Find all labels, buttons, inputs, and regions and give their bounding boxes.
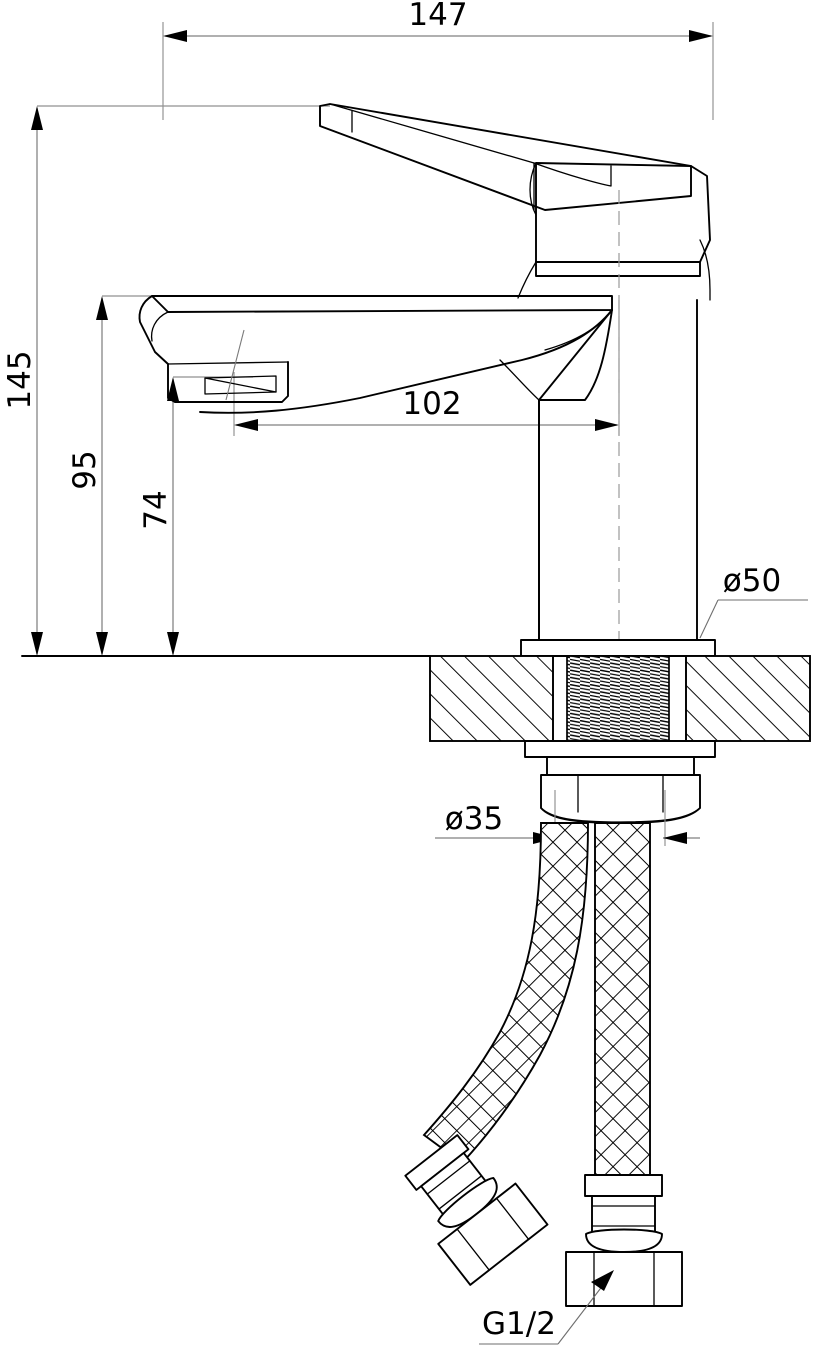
- dimension-overall-width: 147: [162, 0, 714, 120]
- aerator-outlet: [167, 361, 289, 403]
- shank-thread-body: [566, 655, 670, 742]
- arrow-left-102: [234, 419, 258, 431]
- spout-underside: [199, 309, 613, 414]
- arrow-top-74: [167, 377, 179, 401]
- dim-label-aerator-height: 74: [138, 490, 174, 529]
- dimension-spout-height: 95: [67, 296, 108, 656]
- hose-fitting-left: [404, 1134, 549, 1286]
- hose-right-hex-nut: [565, 1251, 683, 1307]
- deck-right-section: [685, 655, 811, 742]
- dimension-spout-reach: 102: [233, 300, 620, 436]
- dim-label-base-diameter: ø50: [723, 563, 781, 599]
- cartridge-housing: [517, 162, 711, 301]
- dim-label-thread-size: G1/2: [482, 1306, 556, 1342]
- threaded-shank: [552, 655, 687, 742]
- hose-left-hex-nut: [437, 1182, 549, 1286]
- dimension-base-diameter: ø50: [699, 563, 808, 639]
- mounting-hex-nut: [540, 774, 701, 824]
- hose-right-ferrule-collar: [584, 1174, 663, 1197]
- dimension-overall-height: 145: [2, 106, 43, 656]
- arrow-right-147: [689, 30, 713, 42]
- escutcheon-base: [520, 639, 716, 657]
- arrow-left-147: [163, 30, 187, 42]
- leader-diagonal-d50: [699, 599, 719, 639]
- dim-label-spout-height: 95: [67, 450, 103, 489]
- dimension-aerator-height: 74: [138, 377, 179, 656]
- arrow-right-102: [595, 419, 619, 431]
- dimension-shank-diameter: ø35: [435, 790, 700, 846]
- dim-label-spout-reach: 102: [402, 386, 461, 422]
- dim-label-overall-height: 145: [2, 350, 38, 409]
- dim-label-shank-diameter: ø35: [445, 801, 503, 837]
- arrow-bottom-74: [167, 632, 179, 656]
- dim-label-overall-width: 147: [408, 0, 467, 33]
- braided-hose-right: [594, 822, 651, 1176]
- hose-right-sleeve: [591, 1195, 656, 1235]
- arrow-g12: [591, 1270, 614, 1291]
- arrow-top-95: [96, 296, 108, 320]
- arrow-bottom-95: [96, 632, 108, 656]
- dimension-thread-size: G1/2: [479, 1270, 614, 1345]
- hose-right-bead: [585, 1228, 663, 1253]
- hose-fitting-right: [565, 1174, 683, 1307]
- arrow-bottom-145: [31, 632, 43, 656]
- mounting-washer: [524, 740, 716, 776]
- hose-left-bead: [437, 1177, 498, 1228]
- body-column: [538, 190, 698, 660]
- hose-left-ferrule-collar: [404, 1134, 470, 1191]
- hose-right-braid: [594, 822, 651, 1176]
- deck-left-section: [429, 655, 554, 742]
- mounting-deck: [429, 655, 811, 742]
- aerator-centerline: [225, 329, 245, 401]
- arrow-right-d35: [663, 832, 687, 844]
- spout-nose-left: [138, 295, 169, 365]
- arrow-top-145: [31, 106, 43, 130]
